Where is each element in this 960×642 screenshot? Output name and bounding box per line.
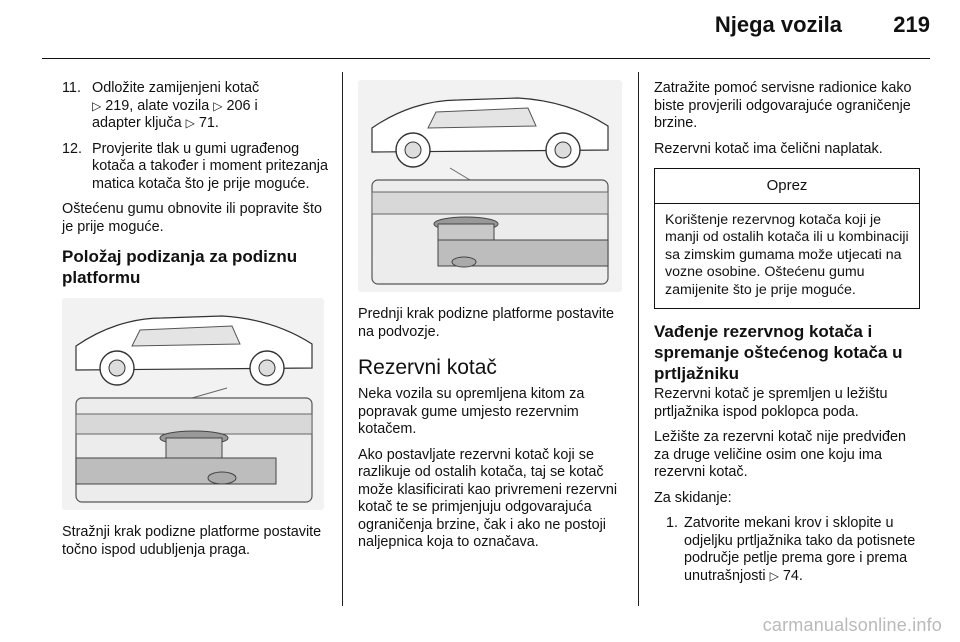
- header-rule: [42, 58, 930, 59]
- page-header-title: Njega vozila: [714, 12, 842, 37]
- paragraph-temporary-spare: Ako postavljate rezervni kotač koji se r…: [358, 446, 618, 551]
- list-item-11: 11. Odložite zamijenjeni kotač ▷ 219, al…: [62, 80, 332, 133]
- section-heading-lift: Položaj podizanja za podiznu platformu: [62, 247, 298, 287]
- list-item-12: 12. Provjerite tlak u gumi ugrađenog kot…: [62, 141, 332, 194]
- middle-column: Prednji krak podizne platforme postavite…: [358, 80, 628, 560]
- left-column: 11. Odložite zamijenjeni kotač ▷ 219, al…: [62, 80, 332, 567]
- page-reference-icon: ▷: [769, 568, 779, 583]
- page-reference-icon: ▷: [185, 116, 195, 130]
- right-column: Zatražite pomoć servisne radionice kako …: [654, 80, 920, 593]
- list-number: 1.: [666, 515, 679, 531]
- paragraph-size-restriction: Ležište za rezervni kotač nije predviđen…: [654, 429, 906, 480]
- paragraph-damaged-tyre: Oštećenu gumu obnovite ili popravite što…: [62, 201, 322, 235]
- section-heading-spare-wheel: Rezervni kotač: [358, 356, 497, 379]
- page-number: 219: [893, 12, 930, 37]
- page-reference[interactable]: 219, alate vozila: [105, 97, 210, 114]
- paragraph-workshop: Zatražite pomoć servisne radionice kako …: [654, 80, 912, 131]
- page-reference-icon: ▷: [213, 98, 223, 113]
- watermark: carmanualsonline.info: [762, 615, 942, 635]
- caution-title: Oprez: [655, 169, 919, 204]
- front-lift-point-illustration: [358, 80, 622, 292]
- page-reference[interactable]: 206 i: [226, 97, 258, 114]
- list-item-step-1: 1. Zatvorite mekani krov i sklopite u od…: [666, 515, 920, 585]
- list-text: adapter ključa: [92, 115, 182, 131]
- list-text: Provjerite tlak u gumi ugrađenog kotača …: [92, 140, 328, 192]
- list-text: Zatvorite mekani krov i sklopite u odjel…: [684, 515, 916, 584]
- list-number: 11.: [62, 80, 81, 96]
- caption-rear-arm: Stražnji krak podizne platforme postavit…: [62, 524, 322, 558]
- page-reference-icon: ▷: [92, 98, 102, 113]
- paragraph-steel-rim: Rezervni kotač ima čelični naplatak.: [654, 140, 883, 157]
- page-reference[interactable]: 74.: [782, 567, 803, 584]
- column-divider-left: [342, 72, 343, 606]
- rear-lift-point-illustration: [62, 298, 324, 510]
- column-divider-right: [638, 72, 639, 606]
- list-text: Odložite zamijenjeni kotač: [92, 80, 260, 96]
- paragraph-removal-intro: Za skidanje:: [654, 489, 732, 506]
- caution-box: Oprez Korištenje rezervnog kotača koji j…: [654, 168, 920, 309]
- section-heading-remove-spare: Vađenje rezervnog kotača i spremanje ošt…: [654, 322, 903, 383]
- page-reference[interactable]: 71.: [198, 115, 219, 131]
- paragraph-repair-kit: Neka vozila su opremljena kitom za popra…: [358, 386, 585, 437]
- caution-text: Korištenje rezervnog kotača koji je manj…: [665, 211, 909, 298]
- caption-front-arm: Prednji krak podizne platforme postavite…: [358, 306, 614, 340]
- paragraph-stored: Rezervni kotač je spremljen u ležištu pr…: [654, 386, 888, 420]
- list-number: 12.: [62, 140, 83, 157]
